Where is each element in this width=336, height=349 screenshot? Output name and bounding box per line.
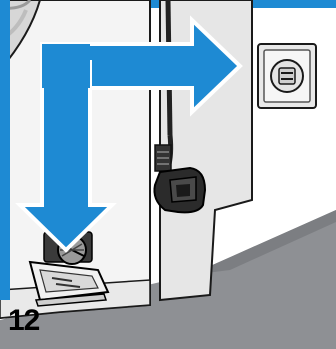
- power-plug-icon: [154, 168, 205, 212]
- frame-left-strip: [0, 0, 10, 300]
- step-number: 12: [8, 306, 39, 336]
- power-socket-icon: [258, 44, 316, 108]
